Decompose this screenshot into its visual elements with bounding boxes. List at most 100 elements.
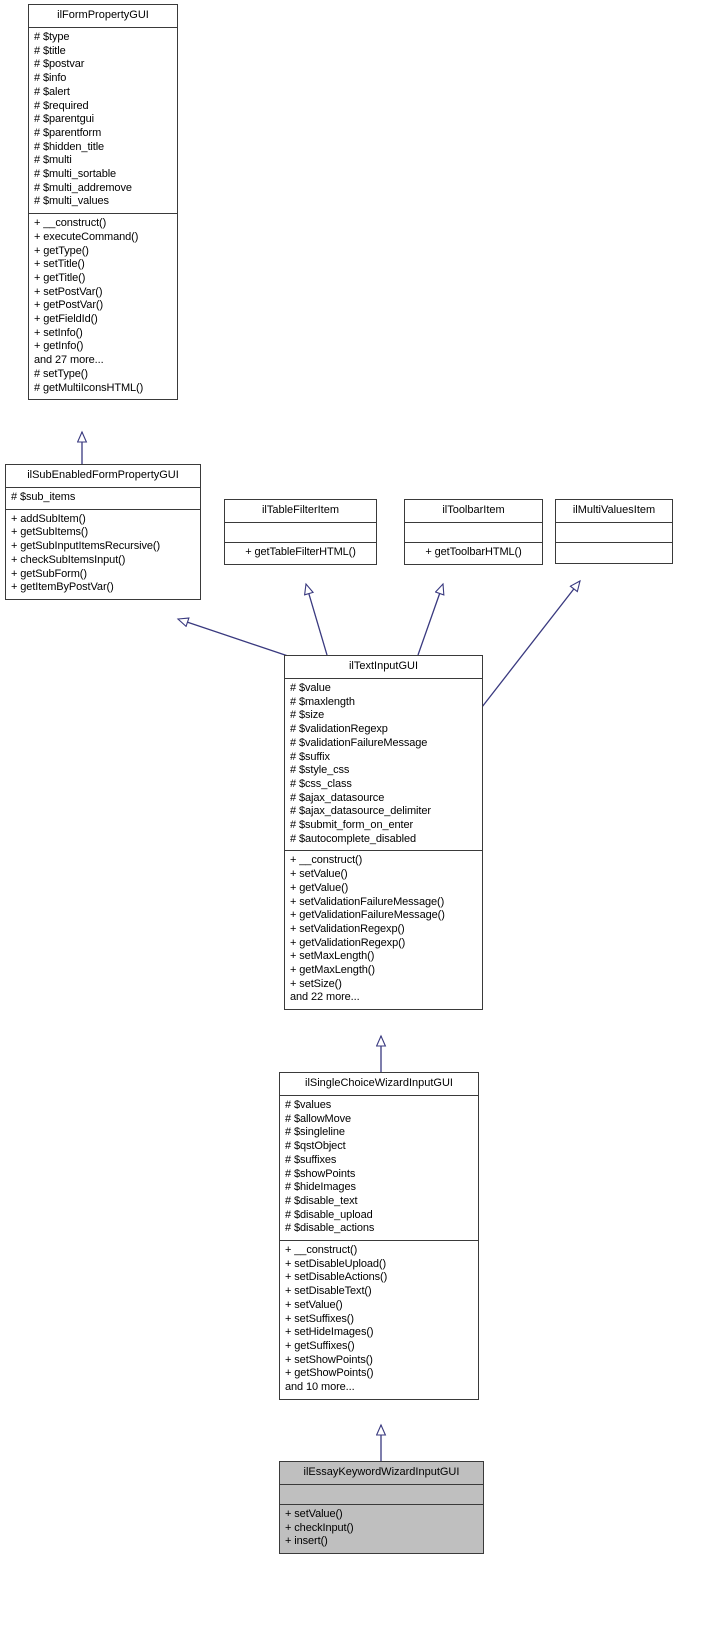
attribute-row: # $title xyxy=(34,44,66,57)
method-row: + insert() xyxy=(285,1535,328,1548)
attribute-row: # $multi_sortable xyxy=(34,168,117,181)
attribute-row: # $sub_items xyxy=(11,491,76,503)
edge-textinput-to-multivaluesitem xyxy=(481,581,580,708)
attribute-row: # $disable_text xyxy=(285,1194,358,1207)
method-row: + __construct() xyxy=(34,217,107,230)
method-row: + getValue() xyxy=(290,881,349,894)
method-row: + __construct() xyxy=(285,1244,358,1257)
attribute-row: # $postvar xyxy=(34,58,85,71)
attribute-row: # $parentform xyxy=(34,126,102,139)
class-title-iltextinputgui: ilTextInputGUI xyxy=(285,656,482,679)
edge-textinput-to-toolbaritem xyxy=(417,584,443,656)
method-row: + getValidationFailureMessage() xyxy=(290,909,445,922)
class-methods-ilsubenabledformpropertygui: + addSubItem() + getSubItems() + getSubI… xyxy=(6,510,200,599)
attribute-row: # $maxlength xyxy=(290,695,355,708)
class-methods-ilmultivaluesitem xyxy=(556,543,672,563)
method-row: + addSubItem() xyxy=(11,512,86,525)
method-row: + setShowPoints() xyxy=(285,1353,373,1366)
attribute-row: # $parentgui xyxy=(34,113,94,126)
method-row: + getInfo() xyxy=(34,340,84,353)
class-title-ilformpropertygui: ilFormPropertyGUI xyxy=(29,5,177,28)
attribute-row: # $alert xyxy=(34,85,70,98)
method-row: + getType() xyxy=(34,244,89,257)
method-row: + setDisableUpload() xyxy=(285,1257,387,1270)
class-methods-ilformpropertygui: + __construct() + executeCommand() + get… xyxy=(29,214,177,399)
class-box-iltablefilteritem[interactable]: ilTableFilterItem + getTableFilterHTML() xyxy=(224,499,377,565)
edge-textinput-to-subenabled xyxy=(178,619,289,657)
attribute-row: # $hidden_title xyxy=(34,140,105,153)
attribute-row: # $validationRegexp xyxy=(290,723,388,736)
class-box-ilsubenabledformpropertygui[interactable]: ilSubEnabledFormPropertyGUI # $sub_items… xyxy=(5,464,201,600)
method-row: + setValue() xyxy=(285,1508,343,1520)
attribute-row: # $style_css xyxy=(290,764,350,777)
class-title-iltoolbaritem: ilToolbarItem xyxy=(405,500,542,523)
class-box-ilessaykeywordwizardinputgui[interactable]: ilEssayKeywordWizardInputGUI + setValue(… xyxy=(279,1461,484,1555)
method-row: + setValue() xyxy=(290,868,348,881)
attribute-row: # $css_class xyxy=(290,777,352,790)
class-box-ilsinglechoicewizardinputgui[interactable]: ilSingleChoiceWizardInputGUI # $values #… xyxy=(279,1072,479,1400)
method-row: + getTableFilterHTML() xyxy=(245,546,356,558)
method-row-more: and 22 more... xyxy=(290,991,360,1004)
attribute-row: # $validationFailureMessage xyxy=(290,736,428,749)
attribute-row: # $singleline xyxy=(285,1126,345,1139)
method-row: + setValidationRegexp() xyxy=(290,922,405,935)
method-row: + checkInput() xyxy=(285,1521,354,1534)
class-attributes-ilsinglechoicewizardinputgui: # $values # $allowMove # $singleline # $… xyxy=(280,1096,478,1242)
class-title-ilessaykeywordwizardinputgui: ilEssayKeywordWizardInputGUI xyxy=(280,1462,483,1485)
method-row: + setValue() xyxy=(285,1298,343,1311)
class-attributes-iltextinputgui: # $value # $maxlength # $size # $validat… xyxy=(285,679,482,852)
attribute-row: # $info xyxy=(34,72,67,85)
method-row: + setDisableText() xyxy=(285,1285,372,1298)
method-row: + getMaxLength() xyxy=(290,964,375,977)
class-attributes-iltablefilteritem xyxy=(225,523,376,543)
method-row: + getValidationRegexp() xyxy=(290,936,406,949)
method-row: + setTitle() xyxy=(34,258,85,271)
attribute-row: # $suffix xyxy=(290,750,330,763)
class-methods-ilsinglechoicewizardinputgui: + __construct() + setDisableUpload() + s… xyxy=(280,1241,478,1399)
class-methods-ilessaykeywordwizardinputgui: + setValue() + checkInput() + insert() xyxy=(280,1505,483,1553)
method-row: + getSubForm() xyxy=(11,567,87,580)
method-row: # getMultiIconsHTML() xyxy=(34,381,144,394)
method-row: + getShowPoints() xyxy=(285,1367,374,1380)
attribute-row: # $values xyxy=(285,1099,332,1111)
method-row: + getToolbarHTML() xyxy=(425,546,522,558)
edge-textinput-to-tablefilteritem xyxy=(306,584,328,656)
attribute-row: # $disable_upload xyxy=(285,1208,373,1221)
class-box-iltoolbaritem[interactable]: ilToolbarItem + getToolbarHTML() xyxy=(404,499,543,565)
class-title-iltablefilteritem: ilTableFilterItem xyxy=(225,500,376,523)
method-row: + setValidationFailureMessage() xyxy=(290,895,445,908)
class-attributes-ilmultivaluesitem xyxy=(556,523,672,543)
attribute-row: # $multi_addremove xyxy=(34,181,132,194)
class-box-iltextinputgui[interactable]: ilTextInputGUI # $value # $maxlength # $… xyxy=(284,655,483,1011)
method-row: + getSubItems() xyxy=(11,526,89,539)
class-box-ilformpropertygui[interactable]: ilFormPropertyGUI # $type # $title # $po… xyxy=(28,4,178,401)
class-methods-iltextinputgui: + __construct() + setValue() + getValue(… xyxy=(285,851,482,1009)
class-attributes-ilessaykeywordwizardinputgui xyxy=(280,1485,483,1505)
attribute-row: # $value xyxy=(290,682,331,694)
class-title-ilsubenabledformpropertygui: ilSubEnabledFormPropertyGUI xyxy=(6,465,200,488)
attribute-row: # $autocomplete_disabled xyxy=(290,832,417,845)
attribute-row: # $disable_actions xyxy=(285,1222,375,1235)
method-row: + getTitle() xyxy=(34,271,86,284)
attribute-row: # $multi_values xyxy=(34,195,109,208)
class-box-ilmultivaluesitem[interactable]: ilMultiValuesItem xyxy=(555,499,673,564)
method-row: + executeCommand() xyxy=(34,230,139,243)
class-attributes-iltoolbaritem xyxy=(405,523,542,543)
attribute-row: # $suffixes xyxy=(285,1153,337,1166)
class-methods-iltablefilteritem: + getTableFilterHTML() xyxy=(225,543,376,564)
class-methods-iltoolbaritem: + getToolbarHTML() xyxy=(405,543,542,564)
method-row: + setSize() xyxy=(290,977,342,990)
attribute-row: # $allowMove xyxy=(285,1112,352,1125)
method-row: + getPostVar() xyxy=(34,299,104,312)
attribute-row: # $qstObject xyxy=(285,1140,346,1153)
method-row: + getItemByPostVar() xyxy=(11,581,114,594)
method-row: + checkSubItemsInput() xyxy=(11,553,126,566)
class-title-ilmultivaluesitem: ilMultiValuesItem xyxy=(556,500,672,523)
class-title-ilsinglechoicewizardinputgui: ilSingleChoiceWizardInputGUI xyxy=(280,1073,478,1096)
method-row-more: and 10 more... xyxy=(285,1381,355,1394)
attribute-row: # $showPoints xyxy=(285,1167,356,1180)
attribute-row: # $ajax_datasource xyxy=(290,791,385,804)
attribute-row: # $ajax_datasource_delimiter xyxy=(290,805,431,818)
method-row: + setDisableActions() xyxy=(285,1271,388,1284)
